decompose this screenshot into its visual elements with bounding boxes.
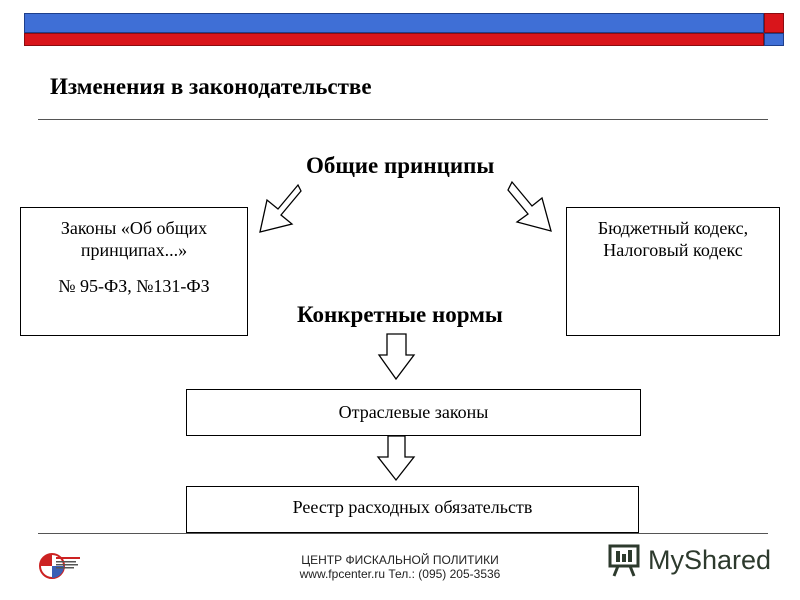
- general-laws-numbers: № 95-ФЗ, №131-ФЗ: [58, 276, 210, 296]
- header-bar-red: [24, 33, 764, 46]
- header-square-red: [764, 13, 784, 33]
- registry-box: Реестр расходных обязательств: [186, 486, 639, 533]
- footer-contacts: www.fpcenter.ru Тел.: (095) 205-3536: [299, 567, 501, 581]
- footer-org-name: ЦЕНТР ФИСКАЛЬНОЙ ПОЛИТИКИ: [301, 553, 499, 567]
- general-laws-line1: Законы «Об общих: [60, 218, 208, 238]
- specific-norms-heading: Конкретные нормы: [297, 302, 503, 327]
- watermark-text: MyShared: [648, 544, 772, 575]
- registry-label: Реестр расходных обязательств: [292, 497, 533, 517]
- arrow-to-codes: [507, 180, 552, 232]
- fpcenter-logo: [39, 553, 80, 579]
- slide-title: Изменения в законодательстве: [50, 74, 372, 99]
- arrow-to-general-laws: [259, 183, 302, 233]
- myshared-watermark: MyShared: [606, 538, 776, 582]
- header-bar-blue: [24, 13, 764, 33]
- general-laws-box: Законы «Об общих принципах...» № 95-ФЗ, …: [20, 207, 248, 336]
- arrow-to-registry: [376, 435, 416, 482]
- codes-line2: Налоговый кодекс: [603, 240, 743, 260]
- general-laws-line2: принципах...»: [80, 240, 188, 260]
- sector-laws-label: Отраслевые законы: [338, 402, 489, 422]
- sector-laws-box: Отраслевые законы: [186, 389, 641, 436]
- codes-box: Бюджетный кодекс, Налоговый кодекс: [566, 207, 780, 336]
- presentation-board-icon: [608, 544, 640, 577]
- general-principles-heading: Общие принципы: [306, 153, 495, 178]
- codes-line1: Бюджетный кодекс,: [597, 218, 749, 238]
- header-square-blue: [764, 33, 784, 46]
- title-divider: [38, 119, 768, 120]
- footer-divider: [38, 533, 768, 534]
- arrow-to-sector-laws: [377, 333, 416, 381]
